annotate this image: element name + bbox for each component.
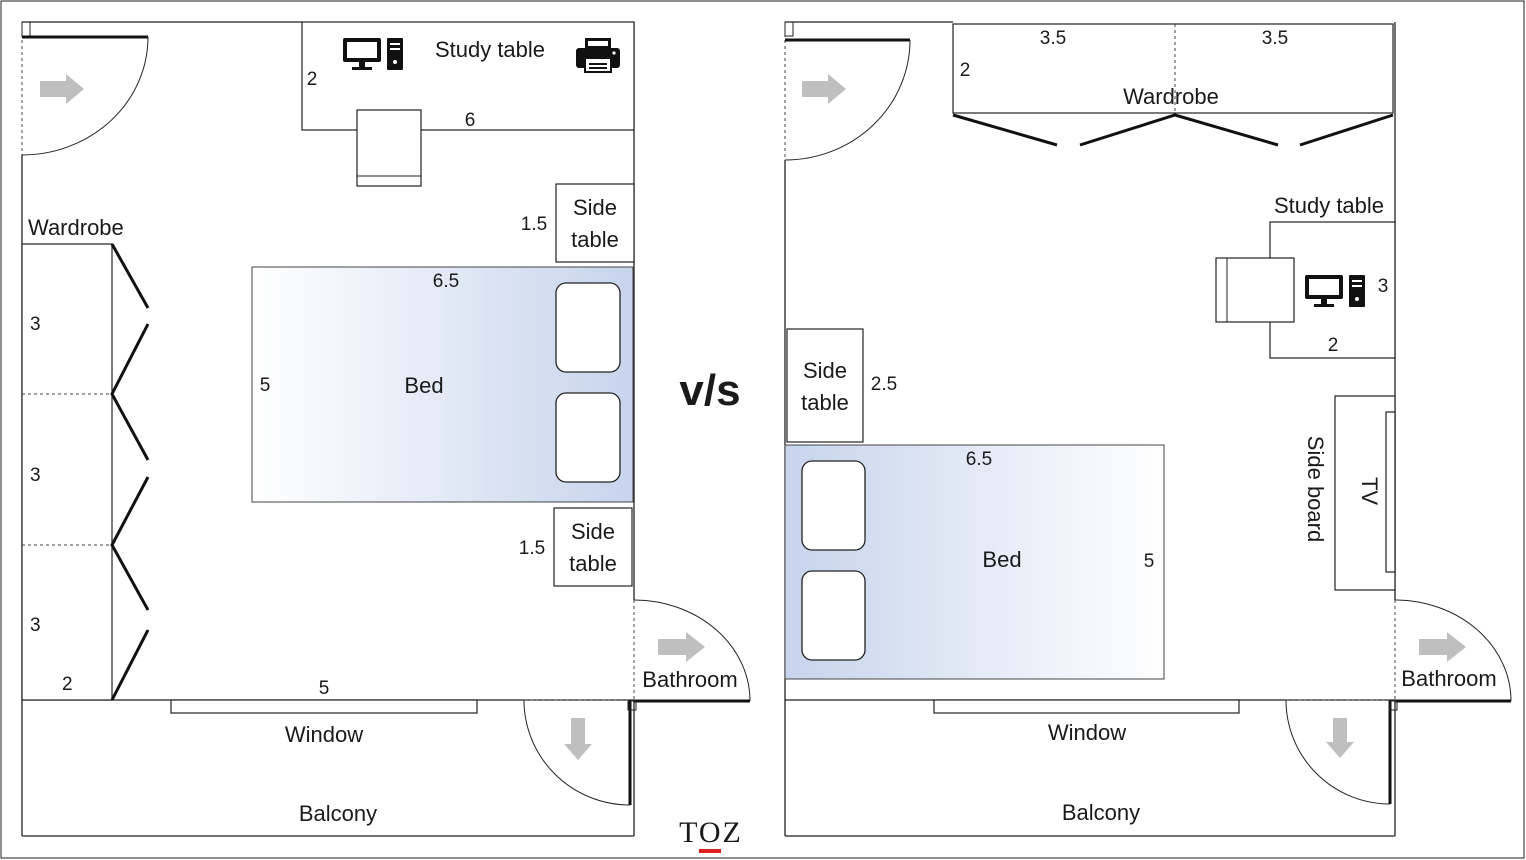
right-bed-label: Bed <box>982 547 1021 572</box>
right-side-board <box>1334 395 1396 591</box>
left-side-table-bottom <box>553 507 633 587</box>
right-side-table-line1: Side <box>803 358 847 383</box>
left-wardrobe-section-3: 3 <box>30 615 41 636</box>
logo-text: TOZ <box>679 816 743 849</box>
left-study-chair <box>356 109 422 187</box>
left-side-table-top-line2: table <box>571 227 619 252</box>
right-balcony-label: Balcony <box>1062 800 1140 825</box>
left-study-table-depth: 2 <box>307 69 318 90</box>
left-side-table-top-dim: 1.5 <box>521 214 547 235</box>
right-window-label: Window <box>1048 720 1126 745</box>
left-bathroom-door-swing <box>633 599 751 702</box>
left-door-arrow-icon <box>40 74 84 104</box>
comparison-separator: v/s <box>679 366 740 415</box>
right-bathroom-hinge <box>1388 700 1398 711</box>
left-door-swing <box>21 36 149 156</box>
right-side-board-label: Side board <box>1303 436 1328 542</box>
right-wardrobe-section-1: 3.5 <box>1040 28 1066 49</box>
right-door-arrow-icon <box>802 74 846 104</box>
right-wardrobe-label: Wardrobe <box>1123 84 1219 109</box>
right-balcony-door-swing <box>1285 699 1391 805</box>
left-side-table-bottom-dim: 1.5 <box>519 538 545 559</box>
left-study-table-label: Study table <box>435 37 545 62</box>
right-wardrobe-depth: 2 <box>960 60 971 81</box>
right-door-swing <box>784 39 911 161</box>
left-side-table-top <box>555 183 635 263</box>
left-wardrobe-depth: 2 <box>62 674 73 695</box>
left-window-label: Window <box>285 722 363 747</box>
right-wardrobe <box>952 23 1394 114</box>
right-bed-pillow-2 <box>801 570 866 661</box>
left-wardrobe-doors <box>110 243 150 701</box>
right-floor-plan: 3.5 3.5 2 Wardrobe Study table 3 2 Side … <box>784 21 1512 837</box>
left-door-hinge <box>21 21 31 37</box>
left-bed-pillow-2 <box>555 392 621 483</box>
right-bathroom-label: Bathroom <box>1401 666 1496 691</box>
left-bathroom-arrow-icon <box>658 632 705 662</box>
right-study-table-label: Study table <box>1274 193 1384 218</box>
right-window <box>933 699 1240 714</box>
right-wardrobe-section-2: 3.5 <box>1262 28 1288 49</box>
left-floor-plan: Study table 2 6 Wardrobe 3 3 3 2 Side ta… <box>21 21 751 837</box>
right-study-chair <box>1215 257 1295 323</box>
left-side-table-bottom-line2: table <box>569 551 617 576</box>
right-balcony-arrow-icon <box>1326 718 1354 758</box>
left-wardrobe <box>21 243 113 701</box>
left-balcony-arrow-icon <box>564 718 592 760</box>
right-door-hinge <box>784 21 794 37</box>
left-wardrobe-label: Wardrobe <box>28 215 124 240</box>
left-bed-width: 5 <box>260 375 271 396</box>
left-side-table-top-line1: Side <box>573 195 617 220</box>
right-bed-length: 6.5 <box>966 449 992 470</box>
left-balcony-label: Balcony <box>299 801 377 826</box>
right-side-table <box>786 328 864 443</box>
left-wall-dim: 5 <box>319 678 330 699</box>
right-bathroom-door-swing <box>1394 599 1512 702</box>
right-tv-screen <box>1385 411 1396 573</box>
right-study-table-depth: 3 <box>1378 276 1389 297</box>
left-bathroom-hinge <box>627 700 637 711</box>
left-study-table-width: 6 <box>465 110 476 131</box>
right-side-table-line2: table <box>801 390 849 415</box>
logo-underline <box>699 849 721 853</box>
right-bed-pillow-1 <box>801 460 866 551</box>
right-bathroom-arrow-icon <box>1419 632 1466 662</box>
left-bed-length: 6.5 <box>433 271 459 292</box>
toz-logo: TOZ <box>679 816 743 853</box>
right-side-table-dim: 2.5 <box>871 374 897 395</box>
left-bed-label: Bed <box>404 373 443 398</box>
left-wardrobe-section-2: 3 <box>30 465 41 486</box>
right-bed-width: 5 <box>1144 551 1155 572</box>
left-wardrobe-section-1: 3 <box>30 314 41 335</box>
left-window <box>170 699 478 714</box>
left-side-table-bottom-line1: Side <box>571 519 615 544</box>
right-study-table-width: 2 <box>1328 335 1339 356</box>
left-balcony-door-swing <box>523 699 631 806</box>
left-bathroom-label: Bathroom <box>642 667 737 692</box>
left-bed-pillow-1 <box>555 282 621 373</box>
right-wardrobe-doors <box>952 113 1394 147</box>
right-tv-label: TV <box>1357 477 1382 505</box>
